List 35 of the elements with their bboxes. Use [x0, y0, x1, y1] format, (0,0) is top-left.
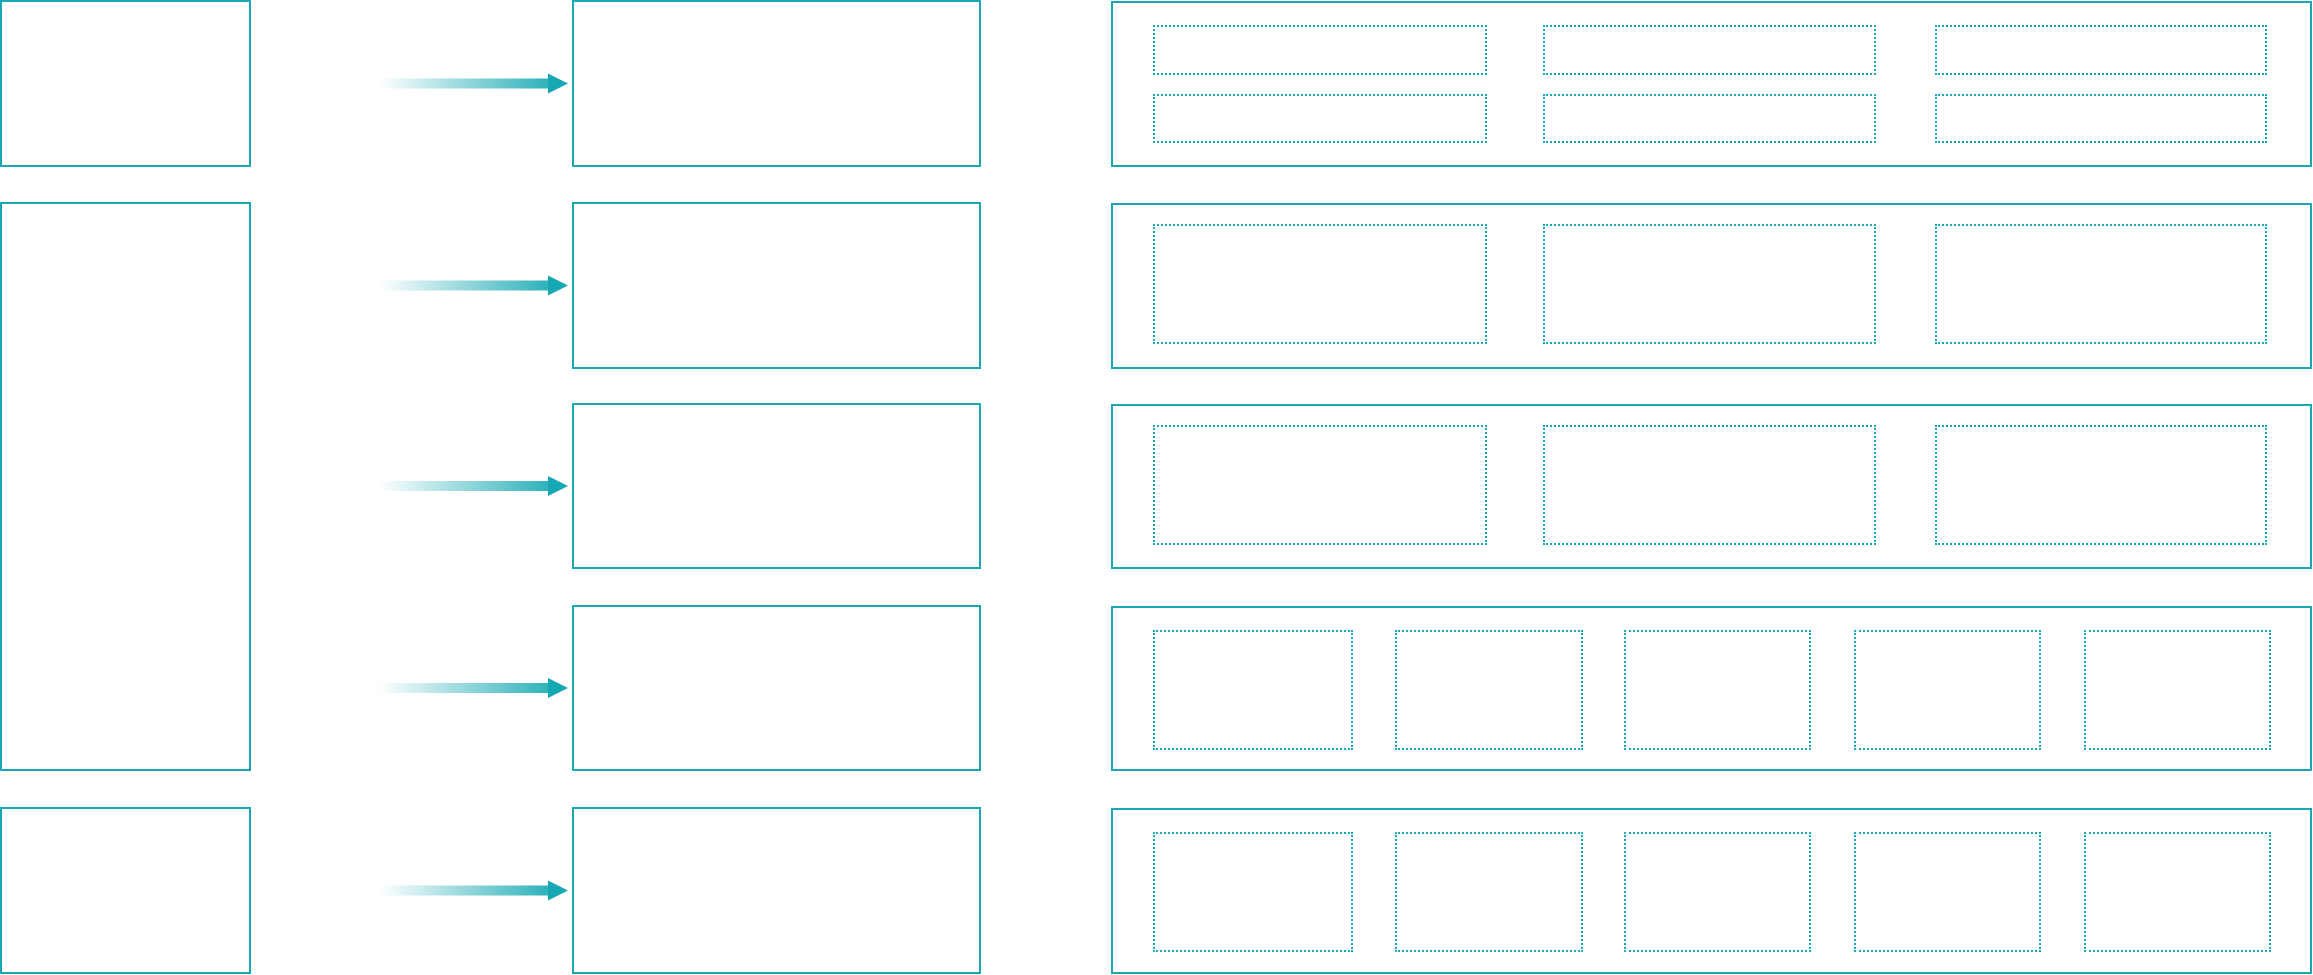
outline-box — [0, 202, 251, 771]
outline-box — [572, 202, 981, 369]
dotted-box — [1153, 425, 1487, 545]
outline-box — [572, 403, 981, 569]
dotted-box — [1543, 94, 1876, 143]
dotted-box — [1935, 425, 2267, 545]
dotted-box — [1543, 224, 1876, 344]
outline-box — [1111, 1, 2312, 167]
dotted-box — [2084, 832, 2271, 952]
dotted-box — [1935, 224, 2267, 344]
dotted-box — [1624, 630, 1811, 750]
dotted-box — [1854, 832, 2041, 952]
outline-box — [0, 0, 251, 167]
dotted-box — [1153, 832, 1353, 952]
dotted-box — [1854, 630, 2041, 750]
dotted-box — [1935, 25, 2267, 75]
dotted-box — [2084, 630, 2271, 750]
outline-box — [1111, 606, 2312, 771]
outline-box — [0, 807, 251, 974]
dotted-box — [1935, 94, 2267, 143]
dotted-box — [1153, 630, 1353, 750]
outline-box — [572, 605, 981, 771]
dotted-box — [1153, 224, 1487, 344]
dotted-box — [1153, 94, 1487, 143]
outline-box — [1111, 808, 2312, 974]
dotted-box — [1395, 630, 1583, 750]
dotted-box — [1543, 425, 1876, 545]
dotted-box — [1624, 832, 1811, 952]
dotted-box — [1543, 25, 1876, 75]
outline-box — [1111, 404, 2312, 569]
outline-box — [572, 807, 981, 974]
outline-box — [572, 0, 981, 167]
outline-box — [1111, 203, 2312, 369]
dotted-box — [1395, 832, 1583, 952]
dotted-box — [1153, 25, 1487, 75]
